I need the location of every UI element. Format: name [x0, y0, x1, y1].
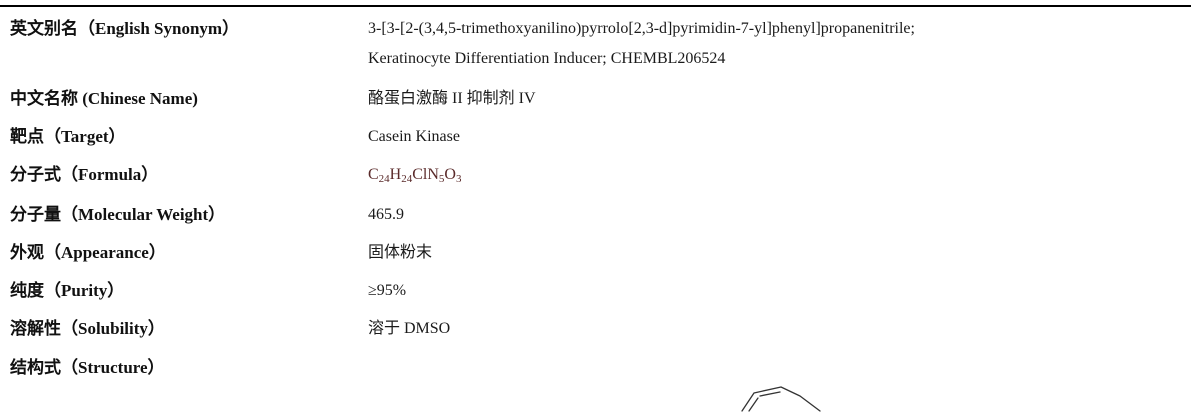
structure-label: 结构式（Structure） [10, 358, 165, 377]
formula-element: C [368, 166, 379, 183]
chinese-name-value: 酪蛋白激酶 II 抑制剂 IV [368, 90, 536, 107]
english-synonym-label: 英文别名（English Synonym） [10, 19, 240, 38]
row-target: 靶点（Target） Casein Kinase [0, 122, 1191, 152]
formula-subscript: 5 [438, 173, 445, 185]
formula-label: 分子式（Formula） [10, 165, 159, 184]
top-rule [0, 5, 1191, 7]
chinese-name-label: 中文名称 (Chinese Name) [10, 89, 198, 108]
formula-element: O [444, 166, 456, 183]
ring-bond-inner [748, 397, 759, 412]
row-chinese-name: 中文名称 (Chinese Name) 酪蛋白激酶 II 抑制剂 IV [0, 84, 1191, 114]
solubility-value: 溶于 DMSO [368, 320, 451, 337]
formula-subscript: 24 [401, 173, 413, 185]
formula-value: C24H24ClN5O3 [368, 160, 461, 190]
row-english-synonym-cont: Keratinocyte Differentiation Inducer; CH… [0, 44, 1191, 74]
formula-element: H [389, 166, 402, 183]
row-molecular-weight: 分子量（Molecular Weight） 465.9 [0, 200, 1191, 230]
row-appearance: 外观（Appearance） 固体粉末 [0, 238, 1191, 268]
target-label: 靶点（Target） [10, 127, 126, 146]
molecular-weight-value: 465.9 [368, 206, 404, 223]
row-purity: 纯度（Purity） ≥95% [0, 276, 1191, 306]
structure-drawing [741, 386, 821, 412]
row-formula: 分子式（Formula） C24H24ClN5O3 [0, 160, 1191, 190]
ring-bond-outer [741, 386, 821, 412]
row-english-synonym: 英文别名（English Synonym） 3-[3-[2-(3,4,5-tri… [0, 14, 1191, 44]
english-synonym-value-line2: Keratinocyte Differentiation Inducer; CH… [368, 50, 726, 67]
formula-subscript: 3 [455, 173, 462, 185]
formula-element: ClN [412, 166, 439, 183]
solubility-label: 溶解性（Solubility） [10, 319, 165, 338]
english-synonym-value-line1: 3-[3-[2-(3,4,5-trimethoxyanilino)pyrrolo… [368, 20, 915, 37]
appearance-value: 固体粉末 [368, 244, 433, 261]
ring-bond-inner [759, 391, 781, 397]
target-value: Casein Kinase [368, 128, 460, 145]
row-solubility: 溶解性（Solubility） 溶于 DMSO [0, 314, 1191, 344]
row-structure: 结构式（Structure） [0, 353, 1191, 383]
formula-subscript: 24 [378, 173, 390, 185]
molecular-weight-label: 分子量（Molecular Weight） [10, 205, 226, 224]
purity-value: ≥95% [368, 282, 407, 299]
purity-label: 纯度（Purity） [10, 281, 125, 300]
appearance-label: 外观（Appearance） [10, 243, 166, 262]
